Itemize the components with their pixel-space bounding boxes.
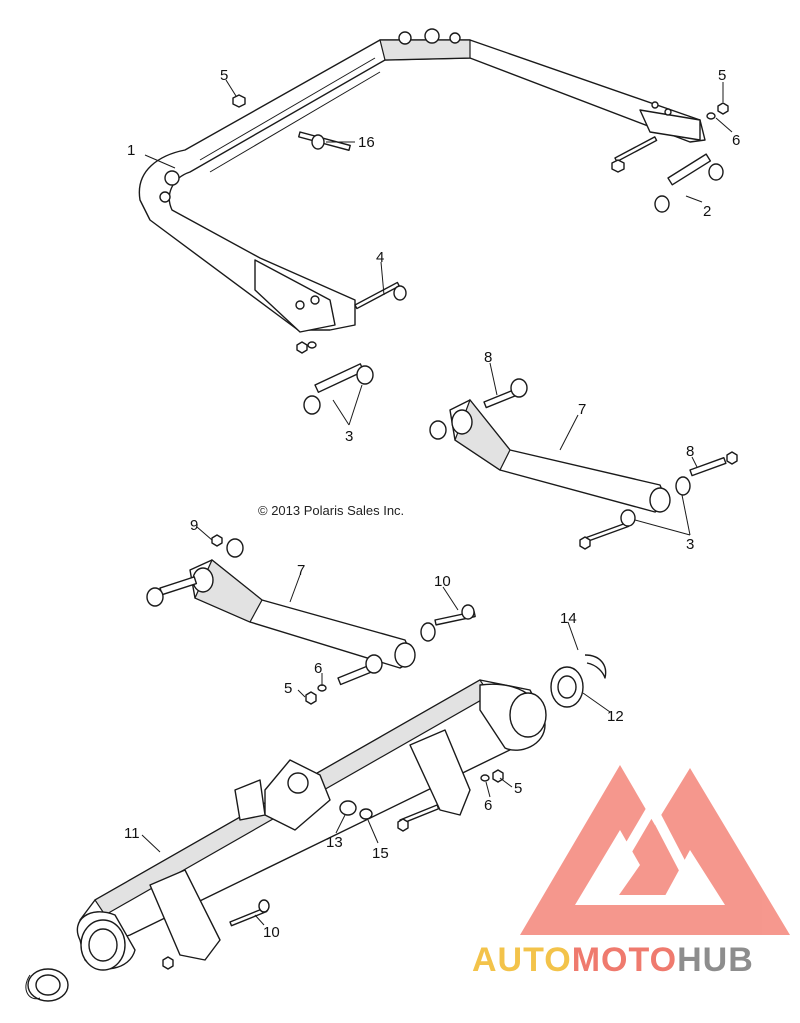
- control-arm-lower: [146, 534, 476, 705]
- leader-lines: [141, 79, 733, 926]
- callout-6: 6: [732, 132, 740, 149]
- callout-3: 3: [686, 536, 694, 553]
- callout-labels: 1 5 16 5 6 2 4 3 8 7 8 3 © 2013 Polaris …: [124, 67, 740, 941]
- callout-16: 16: [358, 134, 375, 151]
- callout-7: 7: [297, 562, 305, 579]
- watermark-logo-icon: [520, 765, 790, 935]
- svg-text:AUTOMOTOHUB: AUTOMOTOHUB: [472, 941, 754, 979]
- callout-2: 2: [703, 203, 711, 220]
- callout-15: 15: [372, 845, 389, 862]
- callout-8: 8: [484, 349, 492, 366]
- callout-11: 11: [124, 825, 140, 842]
- watermark-auto: AUTO: [472, 941, 572, 979]
- frame-subassembly: [138, 28, 706, 333]
- callout-10: 10: [434, 573, 451, 590]
- callout-6: 6: [484, 797, 492, 814]
- callout-10: 10: [263, 924, 280, 941]
- callout-4: 4: [376, 249, 384, 266]
- callout-8: 8: [686, 443, 694, 460]
- callout-5: 5: [284, 680, 292, 697]
- watermark-moto: MOTO: [572, 941, 677, 979]
- callout-13: 13: [326, 834, 343, 851]
- axle-housing: [76, 679, 547, 971]
- callout-3: 3: [345, 428, 353, 445]
- callout-1: 1: [127, 142, 135, 159]
- watermark-text: AUTOMOTOHUB: [472, 941, 754, 979]
- callout-7: 7: [578, 401, 586, 418]
- callout-5: 5: [514, 780, 522, 797]
- copyright-text: © 2013 Polaris Sales Inc.: [258, 503, 404, 518]
- callout-5: 5: [718, 67, 726, 84]
- callout-9: 9: [190, 517, 198, 534]
- callout-14: 14: [560, 610, 577, 627]
- callout-12: 12: [607, 708, 624, 725]
- axle-parts: [25, 654, 607, 1002]
- callout-6: 6: [314, 660, 322, 677]
- watermark-hub: HUB: [677, 941, 754, 979]
- callout-5: 5: [220, 67, 228, 84]
- control-arm-upper: [429, 378, 738, 550]
- frame-fasteners: [232, 94, 729, 415]
